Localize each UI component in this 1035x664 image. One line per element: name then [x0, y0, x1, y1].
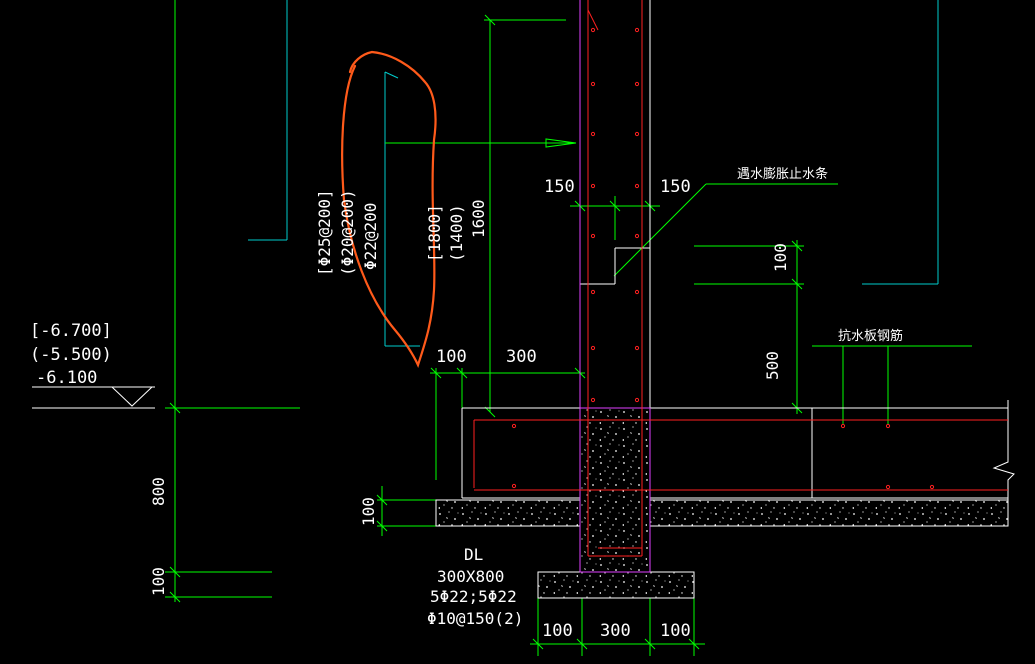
dim-right-150: 150: [660, 177, 691, 197]
level-line2: (-5.500): [30, 345, 112, 365]
wall-length-line1: [1800]: [425, 204, 444, 262]
dim-100-slab: 100: [359, 497, 378, 526]
wall-rebar-line2: (Φ20@200): [338, 189, 357, 276]
wall-rebar-line1: [Φ25@200]: [315, 189, 334, 276]
dim-100-base-right: 100: [660, 621, 691, 641]
dim-500: 500: [763, 351, 782, 380]
dim-100-top: 100: [436, 347, 467, 367]
level-line1: [-6.700]: [30, 321, 112, 341]
dimension-lines: [165, 0, 972, 656]
dim-100-base-left: 100: [542, 621, 573, 641]
wall-length-line3: 1600: [469, 199, 488, 238]
concrete-base-beam: [537, 571, 695, 599]
concrete-cushion-slab: [435, 499, 1009, 527]
waterstop-label: 遇水膨胀止水条: [737, 166, 828, 182]
wall-length-line2: (1400): [447, 204, 466, 262]
slab-rebar-label: 抗水板钢筋: [838, 328, 903, 344]
dim-300-base: 300: [600, 621, 631, 641]
reference-lines: [248, 0, 939, 347]
rebar-lines: [473, 0, 1008, 557]
level-line3: -6.100: [36, 368, 97, 388]
dim-left-150: 150: [544, 177, 575, 197]
markup-circle: [341, 50, 437, 369]
beam-stirrup: Φ10@150(2): [427, 609, 523, 628]
dim-100-left: 100: [149, 567, 168, 596]
beam-name: DL: [464, 545, 483, 564]
structure-outline: [32, 0, 1015, 500]
beam-size: 300X800: [437, 567, 504, 586]
dim-300-top: 300: [506, 347, 537, 367]
dim-800: 800: [149, 477, 168, 506]
wall-rebar-line3: Φ22@200: [361, 203, 380, 270]
rebar-dots: [511, 27, 935, 490]
beam-bars: 5Φ22;5Φ22: [430, 587, 517, 606]
dim-100-right: 100: [771, 243, 790, 272]
